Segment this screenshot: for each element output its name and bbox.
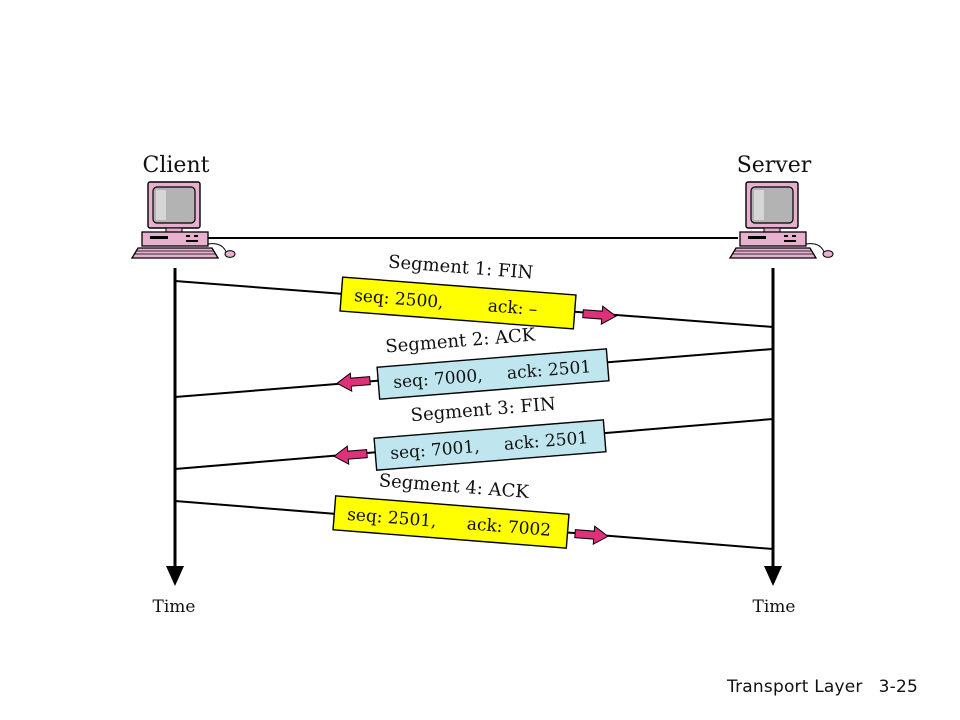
segment-3-box — [373, 419, 607, 471]
client-time-label: Time — [153, 597, 196, 617]
server-computer-icon — [729, 181, 834, 259]
segment-4-box — [332, 495, 570, 549]
segment-4: Segment 4: ACK seq: 2501, ack: 7002 — [174, 470, 774, 550]
segment-3-direction-arrow — [333, 445, 368, 466]
client-computer-icon — [131, 181, 236, 259]
slide-footer: Transport Layer 3-25 — [727, 677, 918, 697]
segment-2-direction-arrow — [336, 372, 371, 393]
client-label: Client — [143, 153, 210, 178]
segment-1-direction-arrow — [582, 305, 617, 326]
segment-2-box — [376, 348, 610, 400]
segment-4-direction-arrow — [574, 525, 609, 546]
segment-1-ack: ack: – — [487, 296, 538, 320]
footer-section: Transport Layer — [727, 677, 863, 697]
segment-3-title: Segment 3: FIN — [410, 394, 557, 427]
server-timeline-arrowhead — [764, 566, 782, 586]
segment-3: Segment 3: FIN seq: 7001, ack: 2501 — [174, 394, 774, 471]
segment-1-title: Segment 1: FIN — [387, 252, 534, 284]
server-time-label: Time — [753, 597, 796, 617]
segment-2: Segment 2: ACK seq: 7000, ack: 2501 — [174, 324, 774, 400]
segment-1-box — [339, 276, 577, 330]
segment-4-title: Segment 4: ACK — [378, 470, 530, 503]
segment-2-title: Segment 2: ACK — [385, 324, 537, 357]
client-timeline-arrowhead — [166, 566, 184, 586]
footer-page-number: 3-25 — [878, 677, 918, 697]
segment-1: Segment 1: FIN seq: 2500, ack: – — [174, 252, 774, 330]
server-label: Server — [737, 153, 812, 178]
